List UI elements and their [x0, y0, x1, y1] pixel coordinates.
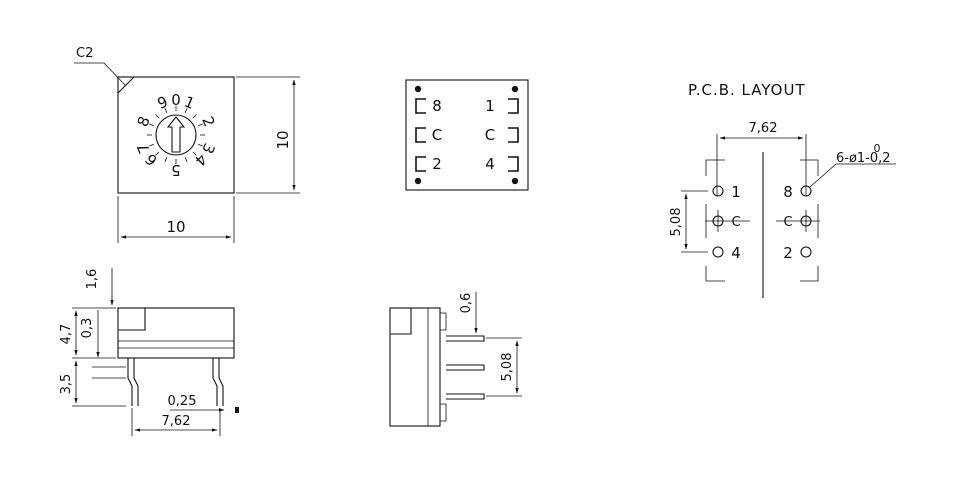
pcb-hole-r3 [800, 246, 812, 258]
end-pin-3 [446, 393, 485, 400]
pin-label-right-2: C [485, 126, 495, 144]
pin-label-right-3: 4 [485, 155, 495, 173]
dial-digit: 0 [171, 91, 181, 109]
side-dim-pitch-label: 7,62 [162, 414, 191, 429]
side-leg-left-b [133, 358, 139, 406]
pad-right-3 [508, 156, 519, 172]
pcb-crosshair-right [776, 210, 820, 232]
pcb-hole-l3 [712, 246, 724, 258]
end-view: 0,6 5,08 [389, 292, 522, 427]
chamfer-corner [117, 76, 135, 94]
pcb-label-r3: 2 [783, 244, 793, 262]
side-view: 1,6 4,7 0,3 3,5 0,25 7,62 [59, 268, 239, 436]
pad-left-3 [415, 156, 426, 172]
pcb-outline-tl [705, 159, 725, 176]
pcb-height-dim-label: 5,08 [669, 208, 684, 237]
side-dim-thick-label: 0,25 [168, 394, 197, 409]
dial-tick [192, 114, 197, 119]
dial-tick [149, 123, 154, 127]
mount-dot-br [511, 177, 519, 185]
side-dim-top-label: 1,6 [85, 269, 100, 290]
side-leg-right [212, 358, 218, 406]
side-dim-leg-label: 3,5 [59, 374, 74, 395]
pcb-crosshair-left [705, 210, 750, 232]
dial-tick [184, 157, 188, 162]
pcb-outline-tr [800, 159, 819, 176]
dial-tick [184, 108, 188, 113]
side-dim-thick-mark [235, 407, 239, 413]
pin-label-left-3: 2 [432, 155, 442, 173]
pcb-hole-l1 [712, 185, 724, 197]
pcb-label-l2: C [731, 215, 740, 230]
pad-left-2 [415, 127, 426, 143]
end-tab-top [440, 312, 447, 331]
chamfer-label: C2 [76, 46, 93, 61]
pin-view: 8 C 2 1 C 4 [405, 79, 529, 191]
pin-view-body [405, 79, 529, 191]
dial-tick [164, 108, 168, 113]
side-body [117, 307, 235, 359]
dial-digit: 9 [155, 93, 171, 113]
dial-arrow-icon [166, 116, 186, 153]
pcb-label-l3: 4 [731, 244, 741, 262]
dial-tick [164, 157, 168, 162]
end-tab-bottom [440, 403, 447, 422]
mount-dot-tl [414, 85, 422, 93]
pcb-outline-bl [705, 266, 725, 282]
end-dim-pitch-label: 5,08 [500, 353, 515, 382]
pin-label-right-1: 1 [485, 97, 495, 115]
pcb-layout: P.C.B. LAYOUT 7,62 5,08 1 C 4 8 C [669, 81, 896, 298]
dial-tick [198, 123, 203, 127]
pcb-label-l1: 1 [731, 183, 741, 201]
height-dim-label: 10 [274, 130, 292, 149]
pcb-hole-spec: 6-ø1-0,2 [836, 151, 891, 166]
pcb-width-dim-label: 7,62 [749, 121, 778, 136]
mount-dot-bl [414, 177, 422, 185]
pad-left-1 [415, 98, 426, 114]
dial-digit: 2 [198, 114, 218, 130]
pcb-hole-r1 [800, 185, 812, 197]
pad-right-1 [508, 98, 519, 114]
chamfer-leader [74, 62, 127, 87]
width-dim-label: 10 [166, 218, 185, 236]
pcb-hole-leader [809, 163, 896, 188]
dial-tick [198, 143, 203, 147]
mount-dot-tr [511, 85, 519, 93]
end-pin-2 [446, 364, 485, 371]
dial-digit: 8 [134, 114, 154, 130]
dial-ring [155, 114, 197, 156]
dial-tick [192, 151, 197, 156]
pcb-label-r1: 8 [783, 183, 793, 201]
end-step [390, 308, 412, 335]
end-pin-1 [446, 335, 485, 342]
pin-label-left-1: 8 [432, 97, 442, 115]
dial-digit: 1 [182, 93, 198, 113]
pin-label-left-2: C [432, 126, 442, 144]
pcb-outline-br [800, 266, 819, 282]
side-dim-body-label: 4,7 [59, 324, 74, 345]
dial-tick [149, 143, 154, 147]
pad-right-2 [508, 127, 519, 143]
side-leg-left [127, 358, 133, 406]
pcb-label-r2: C [783, 215, 792, 230]
dial-tick [155, 151, 160, 156]
switch-body-outline [117, 76, 235, 194]
dial-digit: 5 [171, 161, 181, 179]
side-top-step [118, 308, 146, 331]
end-dim-pin-label: 0,6 [459, 293, 474, 314]
dial-tick [155, 114, 160, 119]
side-leg-right-b [218, 358, 224, 406]
side-dim-inner-label: 0,3 [80, 318, 95, 339]
dial-ticks [147, 106, 205, 164]
end-body [389, 307, 441, 427]
pcb-title: P.C.B. LAYOUT [688, 81, 806, 99]
pcb-hole-tol: 0 [874, 142, 881, 155]
